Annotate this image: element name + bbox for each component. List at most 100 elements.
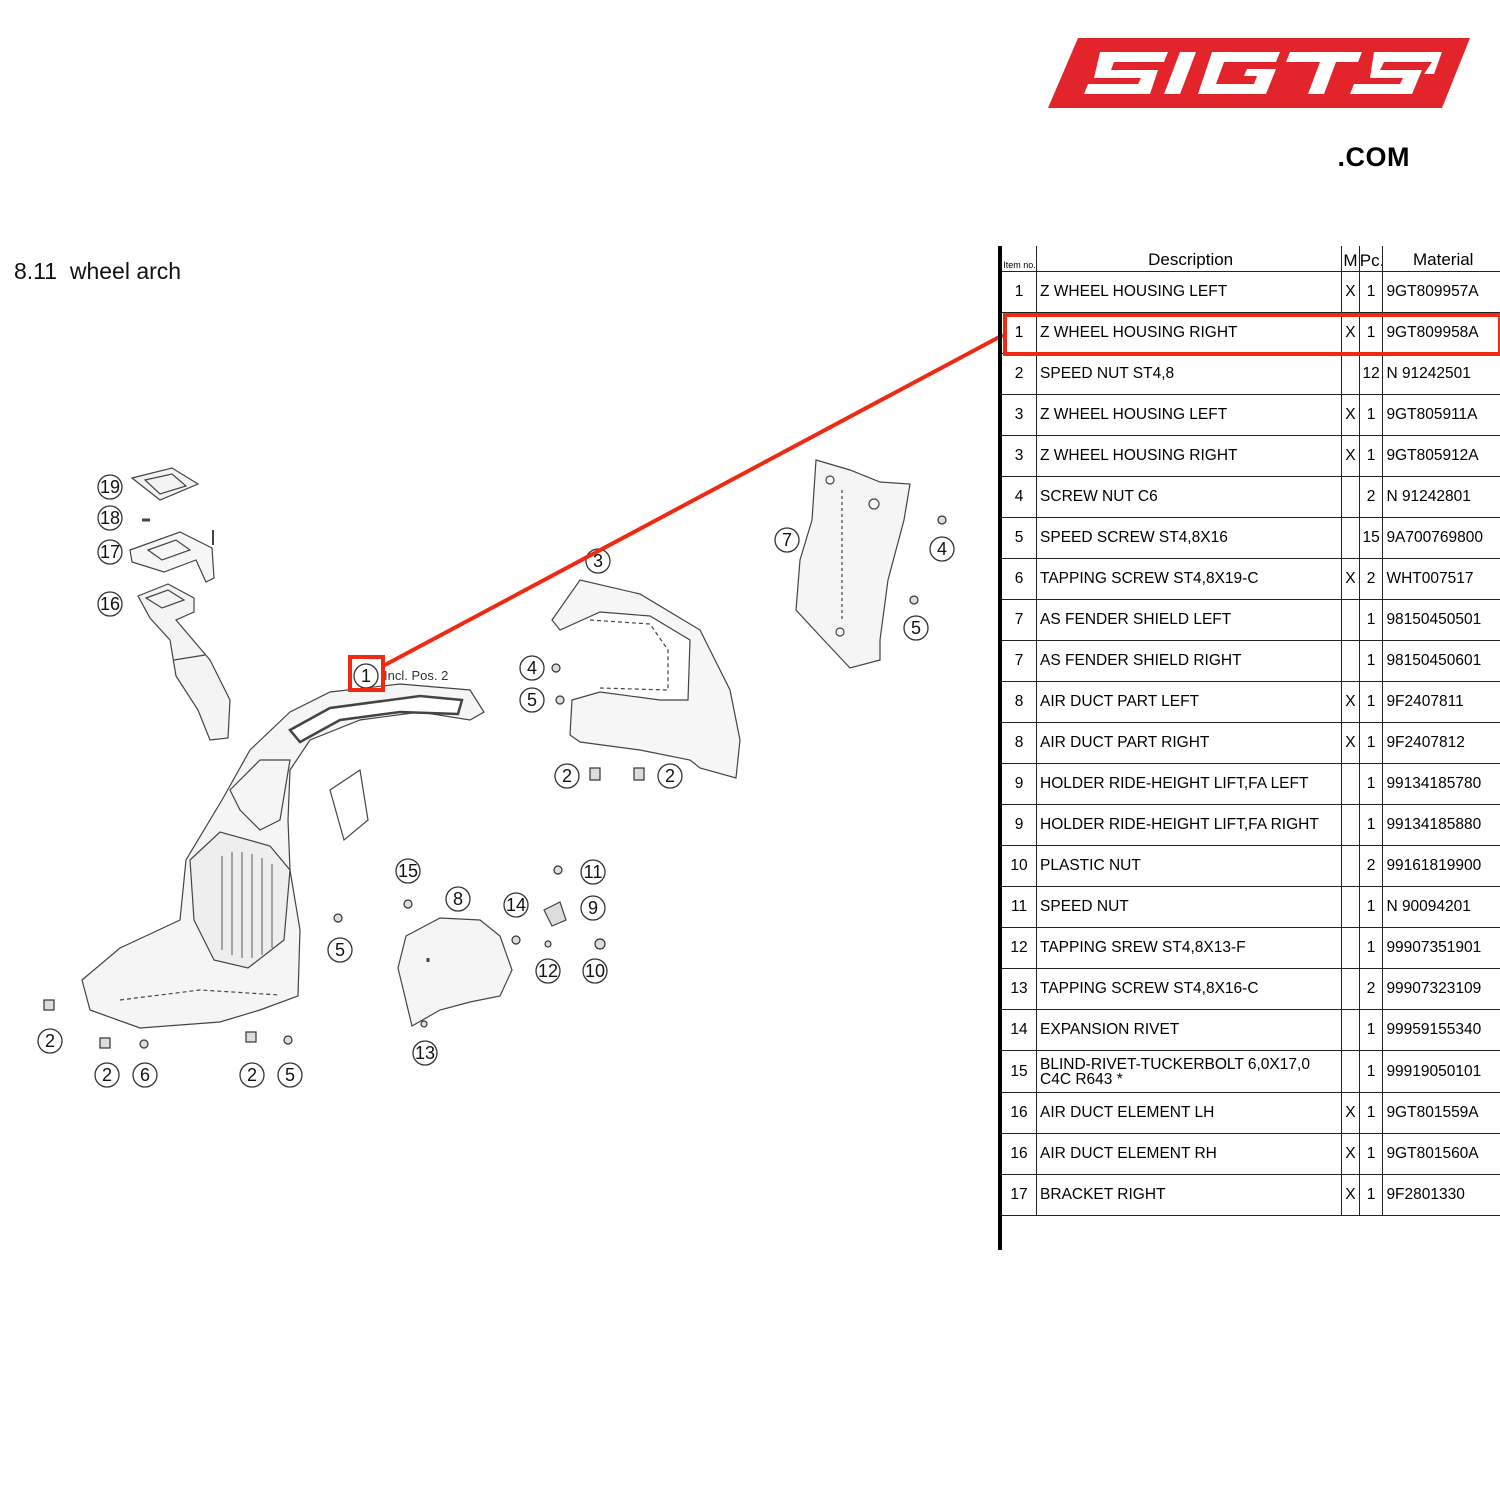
callout-2a[interactable]: 2 — [554, 763, 580, 789]
cell-item-no: 7 — [1002, 640, 1038, 682]
callout-4b[interactable]: 4 — [929, 536, 955, 562]
cell-material: 9GT801559A — [1382, 1092, 1500, 1134]
callout-5d[interactable]: 5 — [277, 1062, 303, 1088]
cell-material: 9GT809957A — [1382, 271, 1500, 313]
cell-item-no: 16 — [1002, 1133, 1038, 1175]
cell-m — [1341, 353, 1360, 395]
part-7-fender-shield — [795, 459, 911, 669]
cell-m: X — [1341, 722, 1360, 764]
cell-item-no: 8 — [1002, 681, 1038, 723]
callout-13[interactable]: 13 — [412, 1040, 438, 1066]
cell-description: TAPPING SREW ST4,8X13-F — [1036, 927, 1343, 969]
callout-2d[interactable]: 2 — [94, 1062, 120, 1088]
cell-pc: 2 — [1359, 558, 1384, 600]
svg-text:2: 2 — [102, 1065, 112, 1085]
svg-text:11: 11 — [584, 862, 603, 882]
cell-material: N 90094201 — [1382, 886, 1500, 928]
cell-item-no: 4 — [1002, 476, 1038, 518]
section-title: 8.11 wheel arch — [14, 258, 181, 285]
svg-text:6: 6 — [140, 1065, 150, 1085]
cell-pc: 1 — [1359, 927, 1384, 969]
cell-material: 9F2407812 — [1382, 722, 1500, 764]
callout-2b[interactable]: 2 — [657, 763, 683, 789]
cell-material: 99919050101 — [1382, 1050, 1500, 1093]
callout-6[interactable]: 6 — [132, 1062, 158, 1088]
cell-pc: 1 — [1359, 886, 1384, 928]
cell-pc: 1 — [1359, 1050, 1384, 1093]
svg-text:2: 2 — [247, 1065, 257, 1085]
callout-8[interactable]: 8 — [445, 886, 471, 912]
cell-m — [1341, 1050, 1360, 1093]
cell-m — [1341, 517, 1360, 559]
callout-15[interactable]: 15 — [395, 858, 421, 884]
callout-14[interactable]: 14 — [503, 892, 529, 918]
cell-m — [1341, 804, 1360, 846]
cell-description: AIR DUCT PART LEFT — [1036, 681, 1343, 723]
callout-9[interactable]: 9 — [580, 895, 606, 921]
brand-logo[interactable]: .COM — [1040, 30, 1480, 172]
cell-m: X — [1341, 271, 1360, 313]
callout-11[interactable]: 11 — [580, 859, 606, 885]
cell-pc: 2 — [1359, 845, 1384, 887]
cell-m: X — [1341, 394, 1360, 436]
cell-pc: 1 — [1359, 1009, 1384, 1051]
cell-material: 9A700769800 — [1382, 517, 1500, 559]
cell-material: 98150450601 — [1382, 640, 1500, 682]
cell-description: PLASTIC NUT — [1036, 845, 1343, 887]
svg-text:5: 5 — [285, 1065, 295, 1085]
cell-item-no: 5 — [1002, 517, 1038, 559]
cell-item-no: 3 — [1002, 394, 1038, 436]
callout-3[interactable]: 3 — [585, 548, 611, 574]
callout-7[interactable]: 7 — [774, 527, 800, 553]
callout-19[interactable]: 19 — [97, 474, 123, 500]
cell-item-no: 14 — [1002, 1009, 1038, 1051]
svg-text:1: 1 — [361, 666, 371, 686]
cell-description: AIR DUCT ELEMENT LH — [1036, 1092, 1343, 1134]
callout-16[interactable]: 16 — [97, 591, 123, 617]
cell-material: 99134185880 — [1382, 804, 1500, 846]
svg-text:19: 19 — [100, 477, 120, 497]
part-8-air-duct — [397, 917, 513, 1027]
callout-2e[interactable]: 2 — [239, 1062, 265, 1088]
part-17-shape — [129, 531, 215, 583]
callout-17[interactable]: 17 — [97, 539, 123, 565]
callout-18[interactable]: 18 — [97, 505, 123, 531]
cell-pc: 1 — [1359, 1174, 1384, 1216]
cell-material: 99959155340 — [1382, 1009, 1500, 1051]
callout-5a[interactable]: 5 — [519, 687, 545, 713]
callout-2c[interactable]: 2 — [37, 1028, 63, 1054]
callout-5c[interactable]: 5 — [327, 937, 353, 963]
callout-12[interactable]: 12 — [535, 958, 561, 984]
callout-10[interactable]: 10 — [582, 958, 608, 984]
cell-description: SPEED SCREW ST4,8X16 — [1036, 517, 1343, 559]
cell-description: Z WHEEL HOUSING LEFT — [1036, 271, 1343, 313]
cell-m: X — [1341, 681, 1360, 723]
callout-1[interactable]: 1 — [353, 663, 379, 689]
callout-4a[interactable]: 4 — [519, 655, 545, 681]
cell-item-no: 16 — [1002, 1092, 1038, 1134]
callout-5b[interactable]: 5 — [903, 615, 929, 641]
